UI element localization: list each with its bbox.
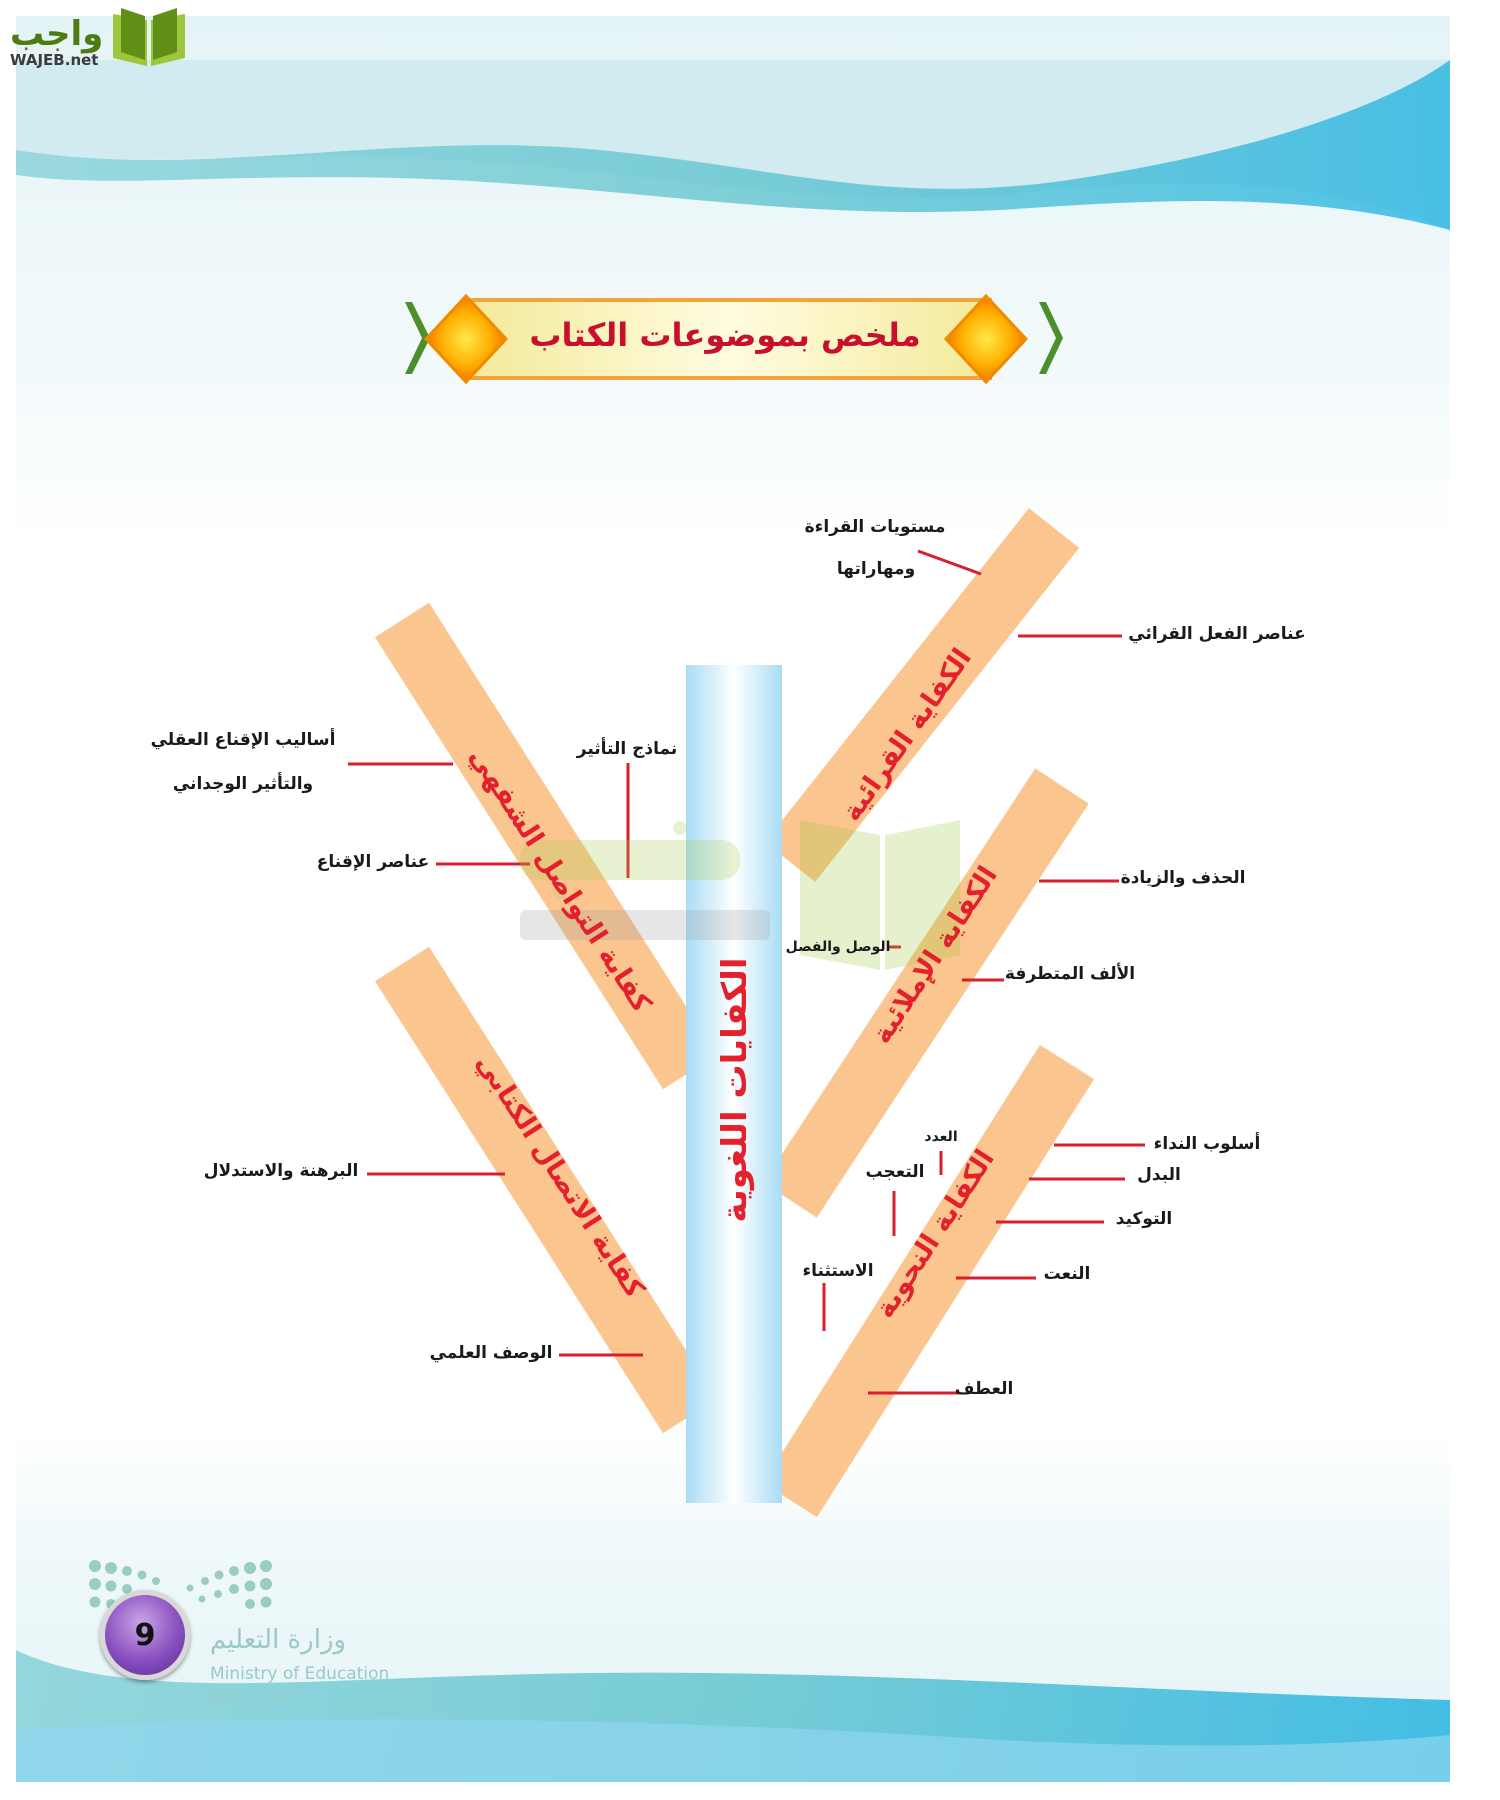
top-wave-dark <box>16 60 1450 230</box>
title-banner <box>405 293 1063 385</box>
book-icon <box>113 8 186 66</box>
wajeb-logo[interactable]: واجب WAJEB.net <box>10 6 189 68</box>
ministry-name-english: Ministry of Education <box>210 1664 390 1684</box>
page-number: 9 <box>100 1590 190 1680</box>
chevron-right-icon <box>1039 302 1063 374</box>
top-wave <box>16 60 1450 230</box>
watermark-book-icon <box>800 820 880 970</box>
page <box>16 16 1450 1782</box>
wajeb-watermark <box>520 820 960 970</box>
logo-arabic-text: واجب <box>10 14 104 54</box>
label-adjective: النعت <box>1043 1264 1091 1284</box>
label-exception: الاستثناء <box>802 1261 874 1281</box>
label-final-alif: الألف المتطرفة <box>1004 964 1136 984</box>
band-reading <box>764 508 1080 882</box>
page-title: ملخص بموضوعات الكتاب <box>529 316 921 354</box>
band-spelling <box>763 768 1089 1218</box>
band-grammar <box>762 1044 1095 1518</box>
label-conjunction: العطف <box>954 1379 1014 1399</box>
branch-bands <box>375 508 1095 1518</box>
logo-latin-text: WAJEB.net <box>10 51 99 69</box>
label-number: العدد <box>924 1129 958 1145</box>
band-oral <box>375 602 717 1090</box>
label-scientific-description: الوصف العلمي <box>429 1343 553 1363</box>
label-reading-levels-1: مستويات القراءة <box>804 517 946 537</box>
label-persuasion-1: أساليب الإقناع العقلي <box>150 730 336 750</box>
label-persuasion-elements: عناصر الإقناع <box>316 852 430 872</box>
trunk <box>686 665 782 1503</box>
label-reading-elements: عناصر الفعل القرائي <box>1128 624 1306 644</box>
label-deletion-addition: الحذف والزيادة <box>1120 868 1246 888</box>
connector-lines <box>348 549 1145 1395</box>
ministry-year: 2025 - 1447 <box>210 1690 296 1706</box>
bottom-wave-light <box>16 1719 1450 1782</box>
label-substitute: البدل <box>1137 1165 1181 1185</box>
label-influence-models: نماذج التأثير <box>576 739 678 759</box>
diamond-right-icon <box>943 293 1029 385</box>
trunk-label: الكفايات اللغوية <box>715 957 755 1223</box>
label-exclamation: التعجب <box>865 1162 925 1182</box>
ministry-name-arabic: وزارة التعليم <box>210 1625 347 1655</box>
diamond-left-icon <box>423 293 509 385</box>
label-proof-reasoning: البرهنة والاستدلال <box>203 1161 359 1181</box>
label-persuasion-2: والتأثير الوجداني <box>172 774 314 794</box>
label-emphasis: التوكيد <box>1115 1209 1173 1229</box>
label-reading-levels-2: ومهاراتها <box>836 559 916 579</box>
page-background <box>16 60 1450 1782</box>
band-written <box>375 946 717 1434</box>
label-vocative: أسلوب النداء <box>1153 1134 1261 1154</box>
label-joining-separation: الوصل والفصل <box>785 939 891 955</box>
ministry-logo-dots <box>89 1560 272 1609</box>
